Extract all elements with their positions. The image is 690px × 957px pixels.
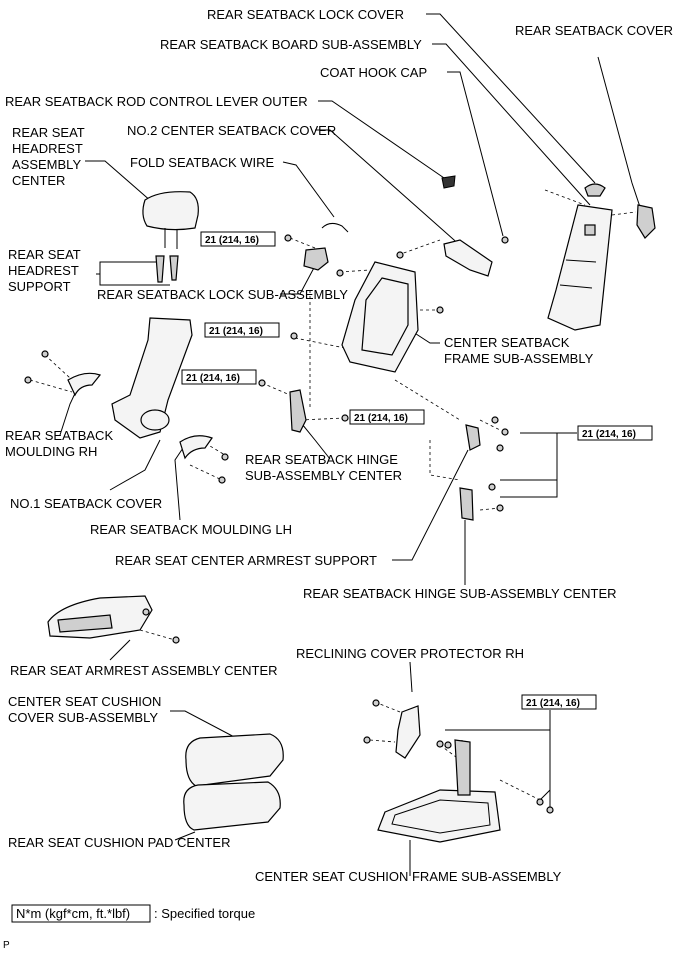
rear-seat-cushion-pad-part: [183, 781, 281, 831]
legend-unit: N*m (kgf*cm, ft.*lbf): [16, 906, 130, 921]
label-headrest-line4: CENTER: [12, 173, 65, 188]
label-reclining-protector: RECLINING COVER PROTECTOR RH: [296, 646, 524, 661]
center-seat-cushion-cover-part: [185, 733, 284, 787]
rod-control-lever-part: [441, 175, 456, 189]
rear-seatback-lock-cover-part: [584, 183, 606, 197]
headrest-part: [142, 191, 199, 249]
rear-seatback-moulding-rh-part: [67, 372, 102, 397]
torque-boxes: 21 (214, 16) 21 (214, 16) 21 (214, 16) 2…: [181, 231, 653, 710]
torque-legend: N*m (kgf*cm, ft.*lbf) : Specified torque: [11, 904, 255, 923]
leader-lines: [59, 13, 641, 876]
label-cushion-pad: REAR SEAT CUSHION PAD CENTER: [8, 835, 230, 850]
label-rod-control-lever: REAR SEATBACK ROD CONTROL LEVER OUTER: [5, 94, 308, 109]
label-fold-seatback-wire: FOLD SEATBACK WIRE: [130, 155, 275, 170]
no1-seatback-cover-part: [111, 317, 193, 439]
label-rear-seatback-lock-sub: REAR SEATBACK LOCK SUB-ASSEMBLY: [97, 287, 348, 302]
legend-text: : Specified torque: [154, 906, 255, 921]
label-center-frame-line1: CENTER SEATBACK: [444, 335, 570, 350]
rear-seatback-hinge-center-2-part: [459, 487, 474, 521]
rear-seatback-moulding-lh-part: [179, 435, 213, 460]
headrest-support-part: [155, 255, 179, 283]
label-armrest-support: REAR SEAT CENTER ARMREST SUPPORT: [115, 553, 377, 568]
label-no1-seatback-cover: NO.1 SEATBACK COVER: [10, 496, 162, 511]
label-moulding-rh-line1: REAR SEATBACK: [5, 428, 113, 443]
no2-center-seatback-cover-part: [443, 239, 493, 277]
center-seat-cushion-frame-part: [377, 739, 501, 843]
fold-seatback-wire-part: [321, 222, 349, 233]
bolts: [24, 234, 554, 814]
label-rear-seatback-lock-cover: REAR SEATBACK LOCK COVER: [207, 7, 404, 22]
label-moulding-lh: REAR SEATBACK MOULDING LH: [90, 522, 292, 537]
label-headrest-line3: ASSEMBLY: [12, 157, 81, 172]
torque-box-hinge-center: 21 (214, 16): [354, 413, 408, 424]
label-rear-seatback-board: REAR SEATBACK BOARD SUB-ASSEMBLY: [160, 37, 422, 52]
label-headrest-support-line2: HEADREST: [8, 263, 79, 278]
label-hinge-center-2: REAR SEATBACK HINGE SUB-ASSEMBLY CENTER: [303, 586, 617, 601]
label-hinge-center-1-line1: REAR SEATBACK HINGE: [245, 452, 398, 467]
label-headrest-support-line3: SUPPORT: [8, 279, 71, 294]
torque-box-frame: 21 (214, 16): [209, 326, 263, 337]
torque-box-cushion-frame: 21 (214, 16): [526, 698, 580, 709]
label-hinge-center-1-line2: SUB-ASSEMBLY CENTER: [245, 468, 402, 483]
center-seatback-frame-part: [341, 261, 419, 373]
torque-box-hinge-right: 21 (214, 16): [582, 429, 636, 440]
rear-seatback-lock-part: [303, 247, 329, 271]
label-cushion-cover-line1: CENTER SEAT CUSHION: [8, 694, 161, 709]
footer-code: P: [3, 940, 10, 951]
torque-box-lock: 21 (214, 16): [205, 235, 259, 246]
label-armrest-assembly: REAR SEAT ARMREST ASSEMBLY CENTER: [10, 663, 278, 678]
rear-seat-armrest-part: [47, 595, 153, 639]
rear-seatback-board-part: [547, 204, 613, 331]
coat-hook-cap-part: [501, 236, 509, 244]
label-cushion-cover-line2: COVER SUB-ASSEMBLY: [8, 710, 158, 725]
rear-seat-center-armrest-support-part: [465, 424, 481, 451]
labels: REAR SEATBACK LOCK COVER REAR SEATBACK C…: [5, 7, 673, 884]
label-cushion-frame: CENTER SEAT CUSHION FRAME SUB-ASSEMBLY: [255, 869, 562, 884]
label-rear-seatback-cover: REAR SEATBACK COVER: [515, 23, 673, 38]
label-moulding-rh-line2: MOULDING RH: [5, 444, 97, 459]
label-headrest-support-line1: REAR SEAT: [8, 247, 81, 262]
rear-seatback-hinge-center-1-part: [289, 389, 307, 433]
label-headrest-line2: HEADREST: [12, 141, 83, 156]
label-no2-center-seatback-cover: NO.2 CENTER SEATBACK COVER: [127, 123, 336, 138]
label-coat-hook-cap: COAT HOOK CAP: [320, 65, 427, 80]
reclining-cover-protector-part: [395, 705, 421, 759]
torque-box-hinge-left: 21 (214, 16): [186, 373, 240, 384]
label-headrest-line1: REAR SEAT: [12, 125, 85, 140]
label-center-frame-line2: FRAME SUB-ASSEMBLY: [444, 351, 594, 366]
rear-seatback-cover-part: [636, 204, 656, 239]
